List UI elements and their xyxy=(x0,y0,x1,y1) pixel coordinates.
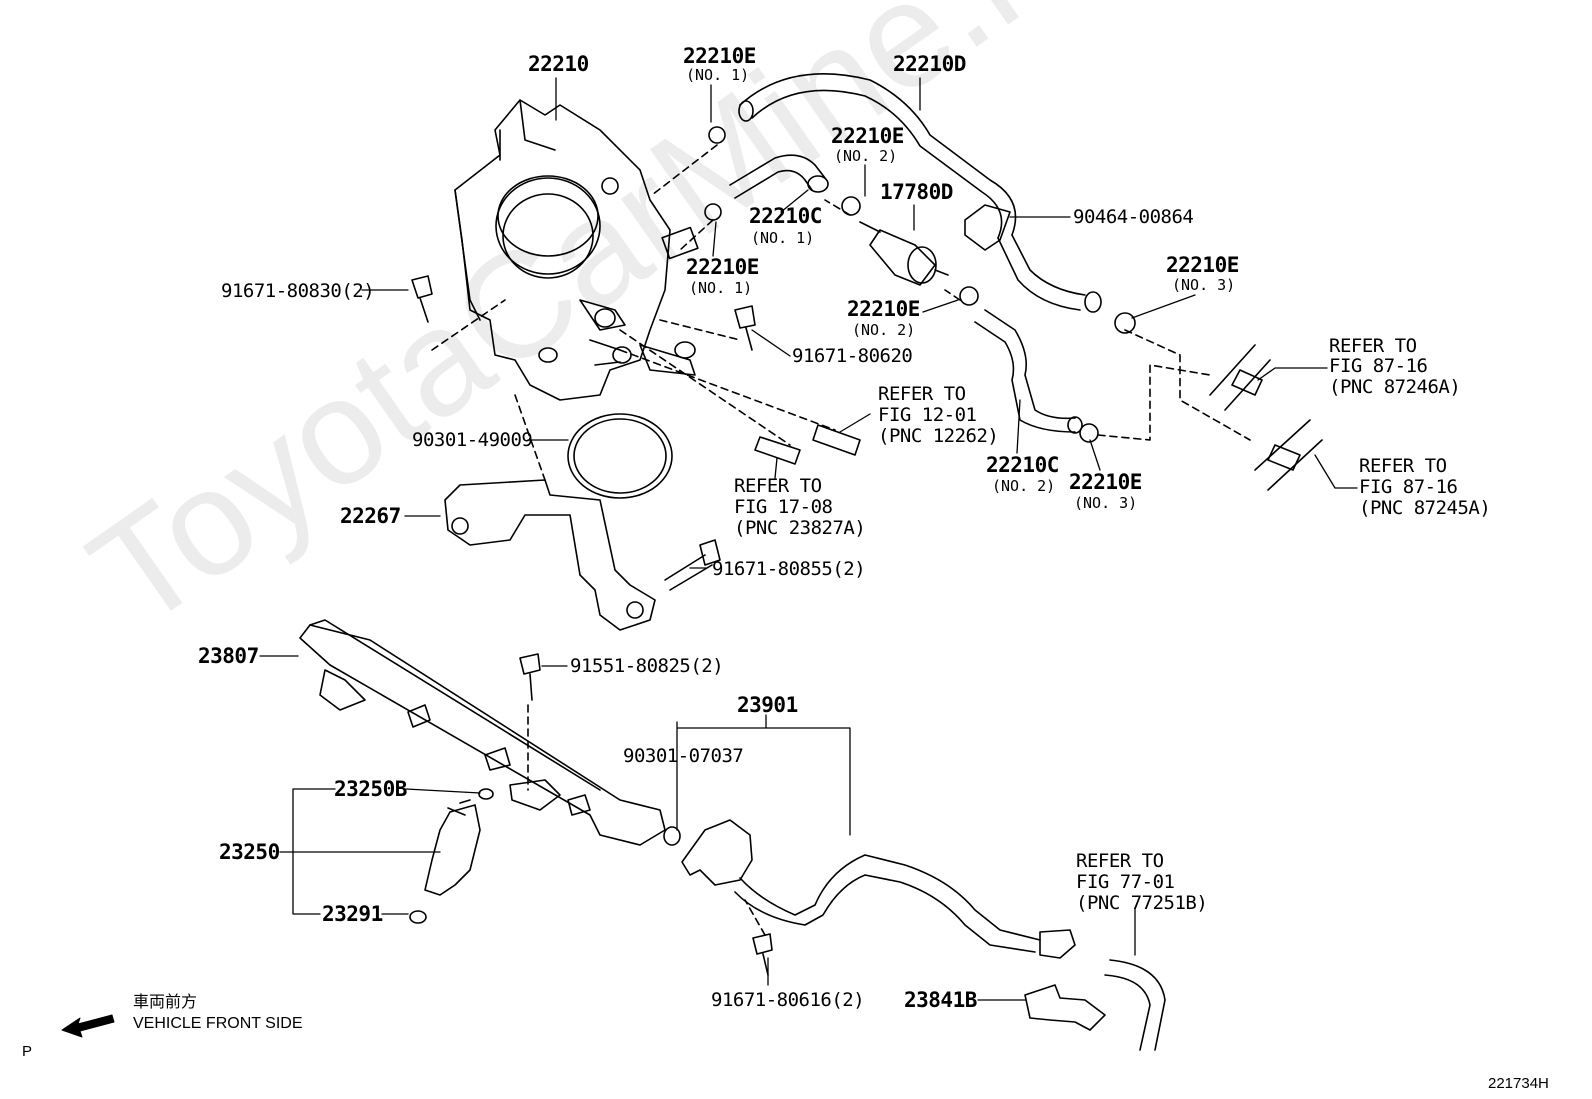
direction-label-en: VEHICLE FRONT SIDE xyxy=(133,1015,303,1032)
label-90464-00864: 90464-00864 xyxy=(1073,206,1194,228)
hose-22210C-no2 xyxy=(974,309,1083,434)
label-22210E-no3b-sub: (NO. 3) xyxy=(1074,494,1138,512)
fuel-rail-23807 xyxy=(299,619,666,846)
label-22210E-no3a: 22210E xyxy=(1166,253,1239,277)
label-91551-80825: 91551-80825(2) xyxy=(570,655,724,677)
label-23291: 23291 xyxy=(322,902,383,926)
refer-23827-line1: REFER TO xyxy=(734,475,822,497)
label-22210E-no2b: 22210E xyxy=(847,297,920,321)
clip-90464-00864 xyxy=(964,204,1011,251)
hose-22210C-no1 xyxy=(729,154,829,199)
label-91671-80830: 91671-80830(2) xyxy=(221,280,375,302)
clip-23841B xyxy=(1024,984,1106,1031)
label-17780D: 17780D xyxy=(880,180,953,204)
label-22210E-no3b: 22210E xyxy=(1069,470,1142,494)
throttle-body xyxy=(454,99,699,401)
gasket-90301-49009 xyxy=(567,413,673,499)
pipe-stubs xyxy=(754,344,1323,491)
label-90301-07037: 90301-07037 xyxy=(623,745,744,767)
label-22210E-no1a: 22210E xyxy=(683,44,756,68)
leader-lines xyxy=(259,77,1358,1001)
hose-bottom xyxy=(1104,959,1166,1051)
label-91671-80616: 91671-80616(2) xyxy=(711,989,865,1011)
label-22210C-no1: 22210C xyxy=(749,204,822,228)
label-23841B: 23841B xyxy=(904,988,977,1012)
label-22267: 22267 xyxy=(340,504,401,528)
refer-23827-line3: (PNC 23827A) xyxy=(734,517,866,539)
label-23250B: 23250B xyxy=(334,777,407,801)
refer-12262-line1: REFER TO xyxy=(878,383,966,405)
label-22210E-no1b-sub: (NO. 1) xyxy=(689,279,753,297)
refer-77251-line3: (PNC 77251B) xyxy=(1076,892,1208,914)
label-23807: 23807 xyxy=(198,644,259,668)
refer-23827-line2: FIG 17-08 xyxy=(734,496,833,518)
hose-right xyxy=(997,234,1102,313)
refer-12262-line3: (PNC 12262) xyxy=(878,425,999,447)
direction-label-jp: 車両前方 xyxy=(133,994,198,1011)
front-arrow-icon xyxy=(61,1014,115,1038)
label-22210C-no2-sub: (NO. 2) xyxy=(992,477,1056,495)
label-91671-80855: 91671-80855(2) xyxy=(712,558,866,580)
label-91671-80620: 91671-80620 xyxy=(792,345,913,367)
refer-87246-line3: (PNC 87246A) xyxy=(1329,376,1461,398)
label-23901: 23901 xyxy=(737,693,798,717)
label-90301-49009: 90301-49009 xyxy=(412,429,533,451)
refer-87245-line2: FIG 87-16 xyxy=(1359,476,1458,498)
refer-77251-line2: FIG 77-01 xyxy=(1076,871,1175,893)
refer-87246-line2: FIG 87-16 xyxy=(1329,355,1428,377)
gasket-inner xyxy=(573,418,667,494)
corner-mark: P xyxy=(22,1043,33,1060)
label-22210C-no1-sub: (NO. 1) xyxy=(751,229,815,247)
refer-87245-line1: REFER TO xyxy=(1359,455,1447,477)
fuel-pipe-23901 xyxy=(663,819,1076,959)
assembly-lines xyxy=(431,144,1251,936)
figure-id: 221734H xyxy=(1488,1075,1549,1092)
injector-23250 xyxy=(409,788,494,924)
label-22210E-no1a-sub: (NO. 1) xyxy=(686,66,750,84)
bracket-22267 xyxy=(444,479,656,631)
label-22210E-no3a-sub: (NO. 3) xyxy=(1172,276,1236,294)
label-22210D: 22210D xyxy=(893,52,966,76)
fuel-filter-17780D xyxy=(859,221,949,286)
hose-22210D xyxy=(738,73,1017,239)
label-22210E-no2b-sub: (NO. 2) xyxy=(852,321,916,339)
refer-12262-line2: FIG 12-01 xyxy=(878,404,977,426)
refer-87245-line3: (PNC 87245A) xyxy=(1359,497,1491,519)
label-22210: 22210 xyxy=(528,52,589,76)
refer-87246-line1: REFER TO xyxy=(1329,335,1417,357)
label-22210E-no2a-sub: (NO. 2) xyxy=(834,147,898,165)
refer-77251-line1: REFER TO xyxy=(1076,850,1164,872)
label-22210C-no2: 22210C xyxy=(986,453,1059,477)
label-22210E-no2a: 22210E xyxy=(831,124,904,148)
label-22210E-no1b: 22210E xyxy=(686,255,759,279)
label-23250: 23250 xyxy=(219,840,280,864)
